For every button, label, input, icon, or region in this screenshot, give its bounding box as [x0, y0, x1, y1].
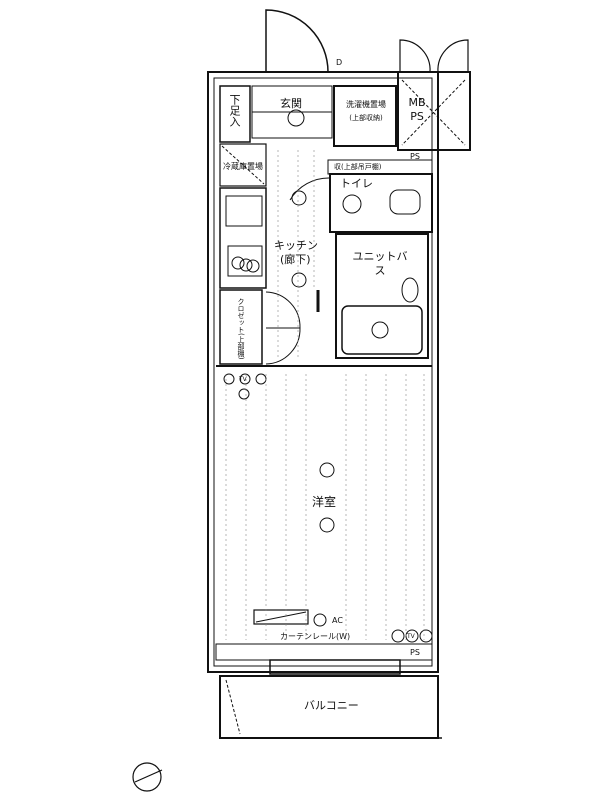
western-room-label: 洋室 [312, 495, 337, 509]
washer-storage-label: (上部収納) [349, 114, 383, 122]
toilet-label: トイレ [340, 177, 373, 190]
compass-icon [132, 762, 162, 792]
ps-top-label: PS [410, 152, 420, 161]
mb-ps-label: MB PS [408, 96, 426, 123]
closet-label: クロゼット(上部棚) [237, 298, 245, 360]
unit-bath-label: ユニットバス [352, 250, 408, 277]
kitchen-label: キッチン [274, 239, 318, 252]
washer-area-label: 洗濯機置場 [346, 100, 386, 109]
outer-wall [207, 71, 439, 673]
entrance-door [265, 9, 329, 73]
balcony-label: バルコニー [304, 699, 359, 712]
mb-ps-box [397, 71, 471, 151]
entrance-label: 玄関 [280, 97, 302, 110]
geta-box-label: 下足入 [228, 94, 241, 127]
fridge-area-label: 冷蔵庫置場 [223, 162, 263, 171]
ps-bottom-label: PS [410, 648, 420, 657]
tv-outlet-label: TV [239, 376, 247, 383]
upper-cabinet-label: 収(上部吊戸棚) [334, 163, 382, 171]
corridor-label: (廊下) [280, 253, 311, 266]
tv-outlet-bottom-label: TV [407, 633, 415, 640]
ac-label: AC [332, 616, 343, 625]
door-mark: D [336, 58, 343, 67]
curtain-rail-label: カーテンレール(W) [280, 632, 351, 641]
